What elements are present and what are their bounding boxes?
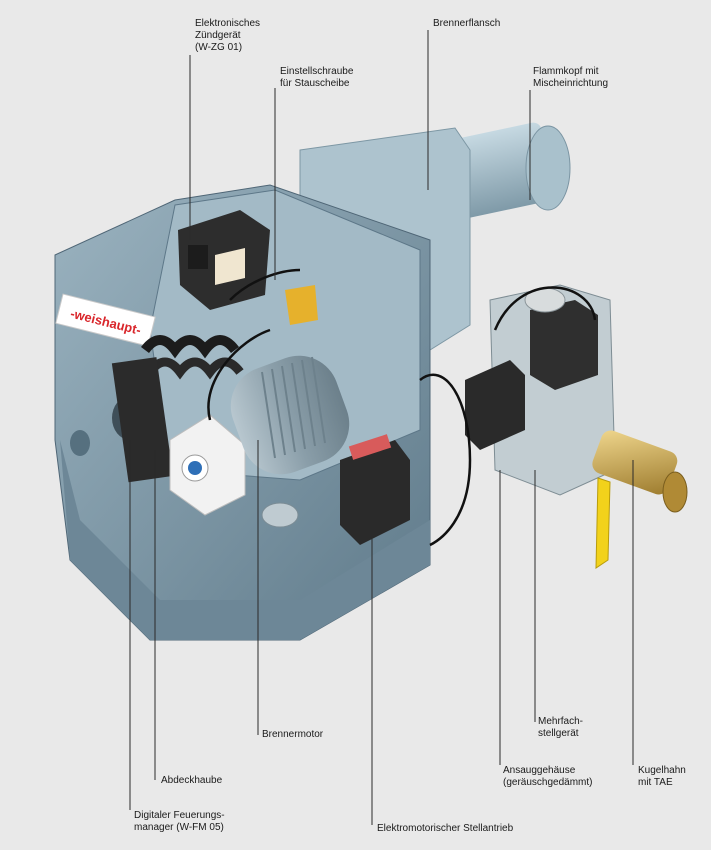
leader-lines: [129, 30, 634, 825]
air-damper-adjuster: [285, 285, 318, 325]
label-ignition-unit: Elektronisches Zündgerät (W-ZG 01): [195, 18, 261, 53]
multi-control-unit: [465, 284, 616, 496]
label-servo-actuator: Elektromotorischer Stellantrieb: [377, 823, 514, 834]
housing-base: [60, 440, 430, 640]
label-multi-control-unit: Mehrfach- stellgerät: [538, 716, 584, 739]
lock-knob: [70, 430, 90, 456]
label-combustion-manager: Digitaler Feuerungs- manager (W-FM 05): [134, 810, 225, 833]
servo-actuator: [340, 434, 410, 545]
label-ball-valve: Kugelhahn mit TAE: [638, 765, 686, 788]
label-burner-flange: Brennerflansch: [433, 18, 501, 29]
cables: [207, 268, 597, 547]
label-cover: Abdeckhaube: [161, 775, 223, 786]
ball-valve: [592, 430, 688, 569]
label-intake-housing: Ansauggehäuse (geräuschgedämmt): [503, 765, 593, 788]
burner-motor: [230, 355, 350, 528]
label-burner-motor: Brennermotor: [262, 729, 324, 740]
label-adjusting-screw: Einstellschraube für Stauscheibe: [280, 66, 354, 89]
label-flame-head: Flammkopf mit Mischeinrichtung: [533, 66, 609, 89]
ignition-unit: [178, 210, 270, 310]
